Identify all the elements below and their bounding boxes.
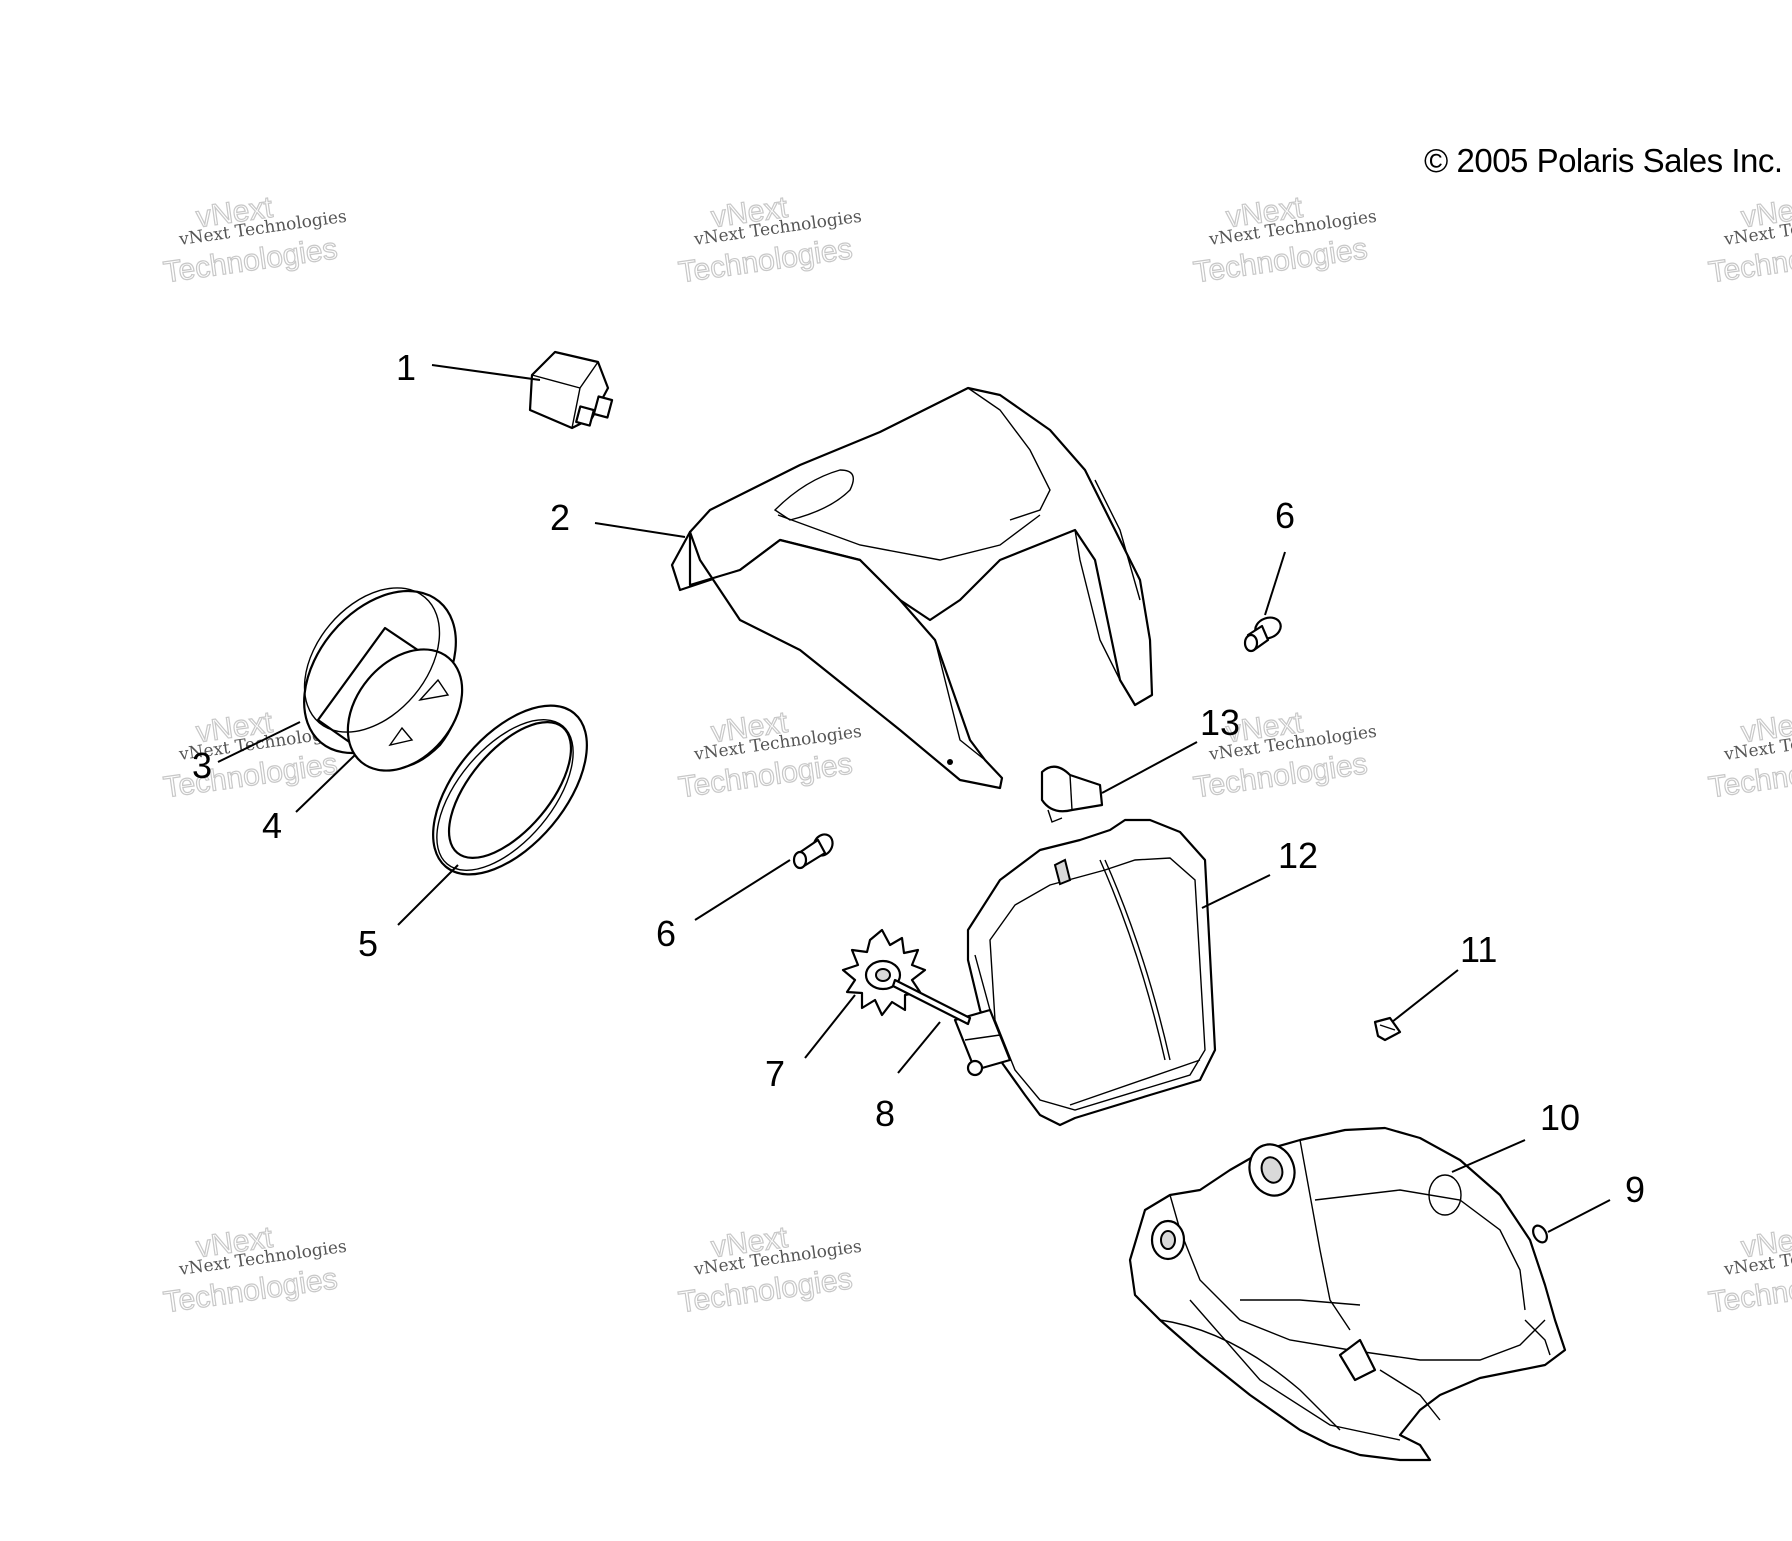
leader-7 (804, 994, 856, 1059)
leader-10 (1451, 1139, 1526, 1173)
part-12-headlight (953, 818, 1217, 1127)
part-6-screw-upper (1243, 616, 1282, 653)
callout-13: 13 (1200, 702, 1240, 743)
leader-8 (897, 1021, 941, 1074)
leader-6a (1264, 551, 1286, 616)
leader-2 (594, 522, 686, 538)
watermark-tile: vNext vNext Technologies Technologies (1706, 705, 1792, 805)
leader-9 (1547, 1199, 1611, 1233)
callout-1: 1 (396, 347, 416, 388)
part-5-ring (432, 704, 588, 876)
part-9-grommet (1532, 1224, 1548, 1244)
watermark-tile: vNext vNext Technologies Technologies (676, 1220, 863, 1320)
leader-3 (217, 721, 301, 763)
leader-6b (694, 859, 791, 921)
part-10-lower-housing (1128, 1126, 1567, 1462)
leader-4 (295, 754, 356, 813)
watermark-tile: vNext vNext Technologies Technologies (676, 705, 863, 805)
leader-11 (1391, 969, 1459, 1023)
part-2-upper-hood (670, 386, 1154, 790)
callout-3: 3 (192, 745, 212, 786)
leader-13 (1101, 741, 1198, 794)
leader-5 (397, 864, 459, 926)
callout-11: 11 (1460, 929, 1497, 970)
callout-2: 2 (550, 497, 570, 538)
callout-10: 10 (1540, 1097, 1580, 1138)
leader-12 (1201, 874, 1271, 909)
part-13-bulb (1040, 765, 1104, 823)
callout-6-upper: 6 (1275, 495, 1295, 536)
watermark-tile: vNext vNext Technologies Technologies (676, 190, 863, 290)
watermark-tile: vNext vNext Technologies Technologies (161, 190, 348, 290)
callout-8: 8 (875, 1093, 895, 1134)
part-3-4-knob (303, 587, 464, 772)
callout-4: 4 (262, 805, 282, 846)
leader-lines (217, 364, 1611, 1233)
part-6-screw-lower (792, 833, 834, 870)
watermark-tile: vNext vNext Technologies Technologies (161, 1220, 348, 1320)
callout-12: 12 (1278, 835, 1318, 876)
callout-9: 9 (1625, 1169, 1645, 1210)
callout-5: 5 (358, 923, 378, 964)
callout-labels: 1 2 3 4 5 6 6 7 8 9 10 11 12 13 (192, 347, 1645, 1210)
part-7-gear (841, 928, 927, 1017)
watermark-tile: vNext vNext Technologies Technologies (1706, 190, 1792, 290)
callout-6-lower: 6 (656, 913, 676, 954)
copyright-notice: © 2005 Polaris Sales Inc. (1424, 142, 1783, 179)
watermark-tile: vNext vNext Technologies Technologies (1191, 190, 1378, 290)
part-11-clip (1373, 1016, 1402, 1042)
part-8-adjuster-rod (891, 978, 972, 1026)
part-1-switch (528, 350, 614, 430)
callout-7: 7 (765, 1053, 785, 1094)
leader-1 (431, 364, 541, 381)
watermark-tile: vNext vNext Technologies Technologies (1706, 1220, 1792, 1320)
